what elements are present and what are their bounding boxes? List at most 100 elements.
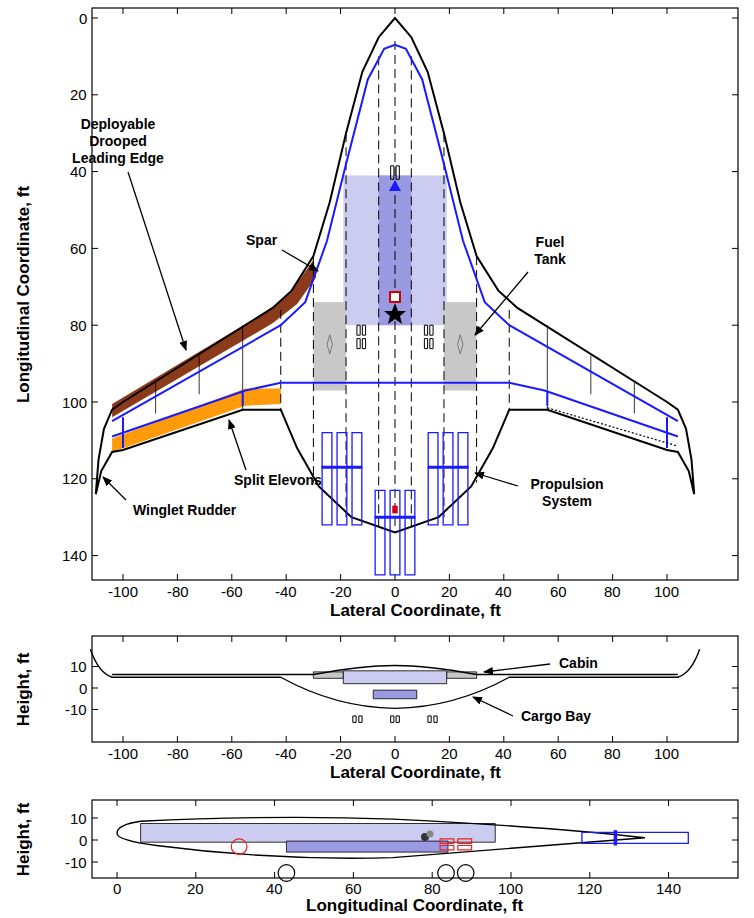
tick-mark xyxy=(92,666,98,667)
tick-mark xyxy=(732,688,738,689)
tick-mark xyxy=(589,800,590,806)
landing-gear xyxy=(430,325,433,335)
tick-label-holder: 100 xyxy=(654,583,679,600)
fuel-tank xyxy=(231,839,247,854)
tick-label: -20 xyxy=(330,745,352,762)
tick-mark xyxy=(353,872,354,878)
callout-label: Winglet Rudder xyxy=(133,502,236,519)
tick-label: 40 xyxy=(70,163,87,180)
landing-gear xyxy=(424,339,427,349)
tick-mark xyxy=(340,8,341,14)
tick-label: -100 xyxy=(108,583,138,600)
tick-label: 60 xyxy=(550,583,567,600)
fuel-tank xyxy=(313,672,343,678)
tick-label: 120 xyxy=(577,880,602,897)
tick-label-holder: 40 xyxy=(495,745,512,762)
landing-gear xyxy=(434,716,437,722)
tick-label-holder: 40 xyxy=(266,880,283,897)
cg-marker xyxy=(389,180,401,191)
tick-mark xyxy=(732,94,738,95)
tick-label: -60 xyxy=(221,583,243,600)
tick-label: 80 xyxy=(424,880,441,897)
spar-line xyxy=(112,45,678,448)
fuel-tank xyxy=(444,302,477,390)
tick-mark xyxy=(231,574,232,580)
tick-label: 40 xyxy=(495,745,512,762)
tick-mark xyxy=(503,736,504,742)
tick-mark xyxy=(177,636,178,642)
tick-label: -60 xyxy=(221,745,243,762)
tick-label-holder: 20 xyxy=(70,86,87,103)
engine xyxy=(322,433,469,575)
tick-label-holder: 100 xyxy=(654,745,679,762)
engine xyxy=(337,433,347,525)
tick-label: -80 xyxy=(167,583,189,600)
fuel-tank xyxy=(313,302,346,390)
tick-mark xyxy=(92,840,98,841)
tick-label: 80 xyxy=(604,583,621,600)
tick-mark xyxy=(92,862,98,863)
tick-label-holder: 40 xyxy=(495,583,512,600)
tick-mark xyxy=(558,8,559,14)
tick-label-holder: -100 xyxy=(108,745,138,762)
tick-label: 10 xyxy=(70,658,87,675)
tick-mark xyxy=(732,709,738,710)
landing-gear xyxy=(278,865,295,882)
tick-mark xyxy=(449,574,450,580)
tick-label: 40 xyxy=(495,583,512,600)
axis-title: Lateral Coordinate, ft xyxy=(330,601,501,620)
tick-mark xyxy=(503,8,504,14)
callout-label-holder: Cargo Bay xyxy=(521,708,591,725)
rib-line xyxy=(281,41,509,533)
tick-mark xyxy=(668,800,669,806)
elevon xyxy=(112,389,281,452)
tick-mark xyxy=(732,18,738,19)
tick-label-holder: 80 xyxy=(70,317,87,334)
landing-gear xyxy=(457,865,474,882)
landing-gear xyxy=(391,166,394,179)
tick-mark xyxy=(449,736,450,742)
tick-label-holder: 0 xyxy=(79,680,87,697)
tick-mark xyxy=(667,736,668,742)
engine xyxy=(322,467,469,517)
landing-gear xyxy=(438,865,455,882)
tick-label-holder: 140 xyxy=(656,880,681,897)
engine xyxy=(443,433,453,525)
tick-mark xyxy=(612,8,613,14)
tick-mark xyxy=(286,736,287,742)
tick-label-holder: 80 xyxy=(424,880,441,897)
tick-mark xyxy=(92,8,738,878)
tick-label: 60 xyxy=(345,880,362,897)
tick-label-holder: -20 xyxy=(330,745,352,762)
tick-label: 0 xyxy=(113,880,121,897)
callout-label: Deployable Drooped Leading Edge xyxy=(62,116,174,167)
tick-mark xyxy=(92,94,98,95)
tick-mark xyxy=(340,636,341,642)
tick-label-holder: 140 xyxy=(62,547,87,564)
tick-mark xyxy=(612,736,613,742)
tick-label: 120 xyxy=(62,470,87,487)
tick-mark xyxy=(503,636,504,642)
tick-mark xyxy=(449,8,450,14)
tick-label-holder: 100 xyxy=(498,880,523,897)
plot-frame xyxy=(92,8,738,878)
leader-line xyxy=(229,420,246,470)
cg-marker xyxy=(390,292,400,302)
tick-mark xyxy=(558,736,559,742)
rib-line xyxy=(155,383,156,414)
engine xyxy=(582,832,688,843)
tick-label: 140 xyxy=(62,547,87,564)
landing-gear xyxy=(359,716,362,722)
elevon-line xyxy=(547,408,678,446)
cg-marker xyxy=(427,831,434,838)
landing-gear xyxy=(353,716,437,722)
tick-label-holder: 120 xyxy=(577,880,602,897)
tick-label: 20 xyxy=(441,583,458,600)
tick-label-holder: 0 xyxy=(391,583,399,600)
tick-label-holder: -40 xyxy=(275,745,297,762)
tick-label-holder: -80 xyxy=(167,583,189,600)
axis-title-holder: Height, ft xyxy=(14,803,33,877)
tick-label-holder: 0 xyxy=(391,745,399,762)
tick-mark xyxy=(177,574,178,580)
